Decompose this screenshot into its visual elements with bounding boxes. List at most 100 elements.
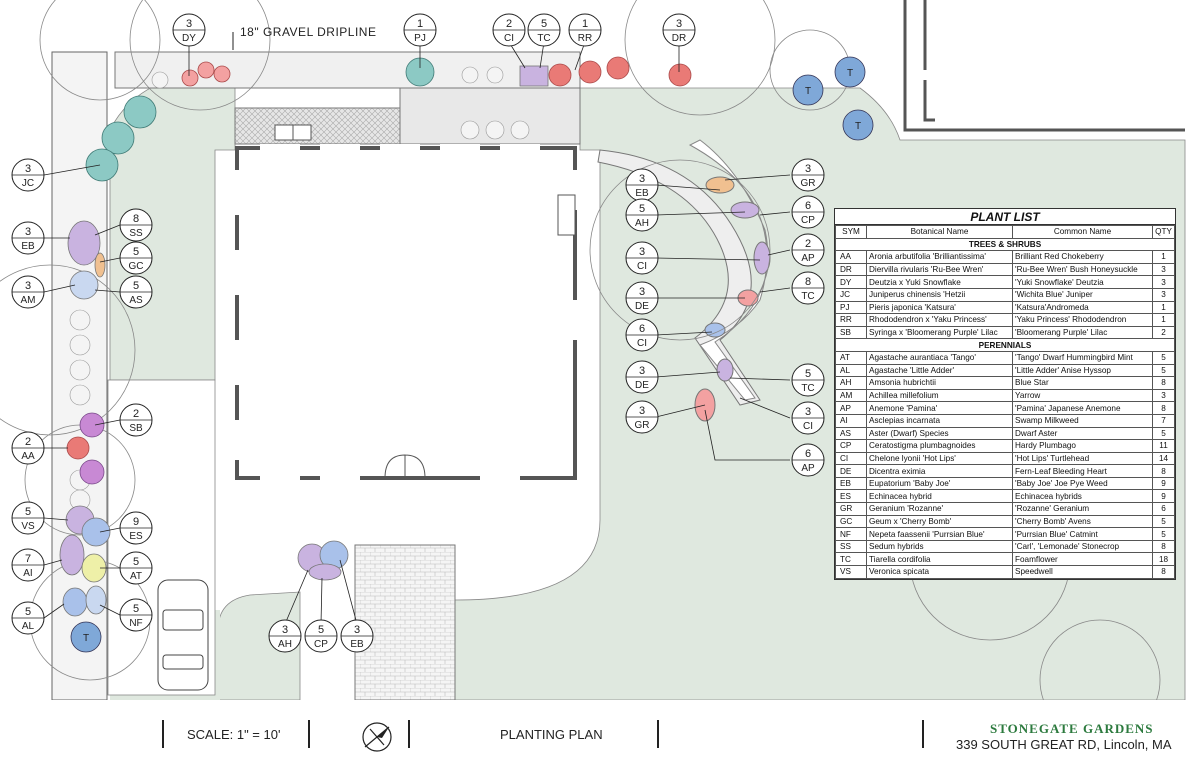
botanical-name: Ceratostigma plumbagnoides <box>866 439 1013 453</box>
common-name: Dwarf Aster <box>1012 426 1153 441</box>
section-perennials-label: PERENNIALS <box>835 338 1175 352</box>
plant-symbol: TC <box>835 552 867 567</box>
callout-quantity: 5 <box>133 246 139 258</box>
callout-symbol: TC <box>801 383 814 394</box>
title-block-divider <box>922 720 924 748</box>
callout-symbol: SB <box>129 423 143 434</box>
common-name: 'Ru-Bee Wren' Bush Honeysuckle <box>1012 262 1153 277</box>
common-name: Speedwell <box>1012 565 1153 579</box>
plant-symbol: DR <box>835 262 867 277</box>
callout-symbol: TC <box>801 291 814 302</box>
callout-symbol: CP <box>314 639 328 650</box>
title-block-divider <box>408 720 410 748</box>
botanical-name: Veronica spicata <box>866 565 1013 579</box>
house-windows <box>233 144 579 482</box>
curved-garden-bed <box>597 139 771 422</box>
botanical-name: Echinacea hybrid <box>866 489 1013 504</box>
col-header-common: Common Name <box>1012 225 1153 239</box>
callout-symbol: NF <box>129 618 142 629</box>
plant-callout-jc: 3JC <box>11 158 45 192</box>
site-address: 339 SOUTH GREAT RD, Lincoln, MA <box>956 737 1172 752</box>
section-trees-shrubs: TREES & SHRUBS <box>835 237 1175 252</box>
callout-quantity: 5 <box>318 624 324 636</box>
plant-quantity: 3 <box>1152 287 1175 302</box>
plant-list-table: PLANT LIST SYM Botanical Name Common Nam… <box>834 208 1176 580</box>
tree-label: T <box>855 121 861 132</box>
plant-callout-gr: 3GR <box>625 400 659 434</box>
callout-symbol: DR <box>672 33 686 44</box>
callout-symbol: AA <box>21 451 35 462</box>
plant-quantity: 5 <box>1152 350 1175 365</box>
plant-callout-ai: 7AI <box>11 548 45 582</box>
callout-symbol: PJ <box>414 33 426 44</box>
botanical-name: Achillea millefolium <box>866 388 1013 403</box>
botanical-name: Agastache aurantiaca 'Tango' <box>866 350 1013 365</box>
plant-symbol: RR <box>835 313 867 327</box>
plant-quantity: 5 <box>1152 426 1175 441</box>
botanical-name: Asclepias incarnata <box>866 413 1013 428</box>
common-name: Blue Star <box>1012 376 1153 390</box>
plant-callout-eb: 3EB <box>11 221 45 255</box>
plant-callout-ci: 3CI <box>791 401 825 435</box>
callout-quantity: 2 <box>805 238 811 250</box>
callout-symbol: VS <box>21 521 35 532</box>
callout-quantity: 8 <box>133 213 139 225</box>
botanical-name: Tiarella cordifolia <box>866 552 1013 567</box>
callout-quantity: 2 <box>25 436 31 448</box>
callout-quantity: 3 <box>282 624 288 636</box>
callout-symbol: AH <box>278 639 292 650</box>
plant-quantity: 8 <box>1152 539 1175 554</box>
nf-mass <box>85 585 107 615</box>
plant-quantity: 14 <box>1152 451 1175 466</box>
scale-label: SCALE: 1" = 10' <box>187 727 281 742</box>
plant-callout-dr: 3DR <box>662 13 696 47</box>
tree-3: T <box>842 109 874 141</box>
title-block-divider <box>308 720 310 748</box>
plant-callout-at: 5AT <box>119 551 153 585</box>
plant-symbol: SB <box>835 325 867 340</box>
plant-quantity: 1 <box>1152 250 1175 264</box>
plant-quantity: 11 <box>1152 439 1175 453</box>
plant-quantity: 8 <box>1152 401 1175 415</box>
callout-symbol: CI <box>504 33 514 44</box>
plant-symbol: DY <box>835 275 867 289</box>
callout-quantity: 1 <box>417 18 423 30</box>
plant-symbol: AS <box>835 426 867 441</box>
botanical-name: Aster (Dwarf) Species <box>866 426 1013 441</box>
gc-mass <box>94 252 106 278</box>
fence-lines <box>903 0 1185 132</box>
plant-callout-ap: 2AP <box>791 233 825 267</box>
callout-quantity: 5 <box>133 603 139 615</box>
plant-callout-eb: 3EB <box>340 619 374 653</box>
common-name: 'Katsura'Andromeda <box>1012 300 1153 315</box>
callout-quantity: 3 <box>805 406 811 418</box>
tree-1: T <box>792 74 824 106</box>
plant-callout-cp: 6CP <box>791 195 825 229</box>
plant-quantity: 8 <box>1152 464 1175 478</box>
callout-quantity: 8 <box>805 276 811 288</box>
callout-quantity: 7 <box>25 553 31 565</box>
plant-symbol: ES <box>835 489 867 504</box>
plant-callout-es: 9ES <box>119 511 153 545</box>
callout-quantity: 3 <box>186 18 192 30</box>
plant-symbol: AH <box>835 376 867 390</box>
callout-quantity: 3 <box>639 246 645 258</box>
plant-callout-gr: 3GR <box>791 158 825 192</box>
plant-quantity: 8 <box>1152 376 1175 390</box>
callout-symbol: EB <box>350 639 364 650</box>
col-header-sym: SYM <box>835 225 867 239</box>
callout-symbol: GC <box>129 261 144 272</box>
title-block-divider <box>657 720 659 748</box>
plant-masses <box>59 65 549 617</box>
callout-quantity: 3 <box>639 365 645 377</box>
callout-quantity: 5 <box>133 556 139 568</box>
